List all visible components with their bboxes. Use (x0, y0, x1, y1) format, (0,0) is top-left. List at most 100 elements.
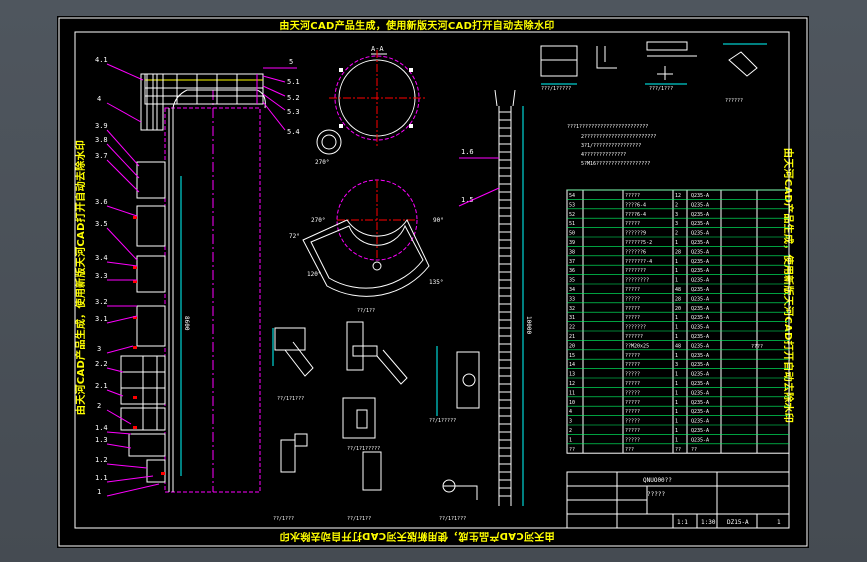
bom-cell: Q235-A (691, 372, 709, 378)
bom-cell: ???????? (625, 278, 649, 284)
watermark-top: 由天河CAD产品生成，使用新版天河CAD打开自动去除水印 (279, 21, 555, 32)
svg-text:270°: 270° (315, 159, 329, 166)
svg-text:??/1?????: ??/1????? (429, 418, 456, 424)
bom-cell: 3 (569, 419, 572, 425)
title-block-text: QNUO00?? ????? DZ15-A 1 1:1 1:30 (643, 477, 781, 526)
bom-cell: ????? (625, 287, 640, 293)
svg-text:??/1?1???: ??/1?1??? (439, 516, 466, 522)
svg-text:1: 1 (97, 488, 101, 496)
detail-labels-middle: ??/1?1??? ??/1?1????? ??/1????? ??/1??? … (273, 308, 466, 522)
svg-text:??/1?1???: ??/1?1??? (277, 396, 304, 402)
bom-cell: Q235-A (691, 212, 709, 218)
bom-cell: 4 (569, 409, 572, 415)
bom-cell: 48 (675, 287, 681, 293)
svg-text:5.3: 5.3 (287, 108, 300, 116)
title-name-1: QNUO00?? (643, 477, 672, 484)
bom-cell: Q235-A (691, 390, 709, 396)
bom-cell: ?? (569, 447, 575, 453)
svg-text:A-A: A-A (371, 45, 384, 53)
drawing-number: DZ15-A (727, 519, 749, 526)
svg-text:???1???????????????????????: ???1??????????????????????? (567, 124, 648, 130)
bom-cell: ????? (625, 221, 640, 227)
bom-cell: 11 (569, 390, 575, 396)
bom-cell: Q235-A (691, 268, 709, 274)
bom-cell: 1 (675, 259, 678, 265)
bom-cell: 3 (675, 362, 678, 368)
bom-cell: 1 (675, 419, 678, 425)
bom-cell: 12 (569, 381, 575, 387)
technical-notes: ???1??????????????????????? 2???????????… (567, 124, 656, 167)
svg-text:3.4: 3.4 (95, 254, 108, 262)
bom-cell: 13 (569, 372, 575, 378)
bom-cell: Q235-A (691, 315, 709, 321)
svg-text:3: 3 (97, 345, 101, 353)
svg-text:5.1: 5.1 (287, 78, 300, 86)
bom-cell: ????? (625, 428, 640, 434)
bom-cell: ????? (625, 315, 640, 321)
svg-text:4??????????????: 4?????????????? (581, 152, 626, 158)
bom-cell: Q235-A (691, 343, 709, 349)
leader-labels-right: 5 5.1 5.2 5.3 5.4 (287, 58, 300, 136)
svg-text:1.2: 1.2 (95, 456, 108, 464)
bom-cell: Q235-A (691, 296, 709, 302)
bom-cell: ????? (625, 390, 640, 396)
detail-views-top (540, 41, 767, 85)
bom-cell: ??????? (625, 325, 646, 331)
bom-cell: 1 (675, 390, 678, 396)
leader-labels-left: 4.1 4 3.9 3.8 3.7 3.6 3.5 3.4 3.3 3.2 3.… (95, 56, 108, 496)
bom-cell: ?? (675, 447, 681, 453)
bom-cell: ??????6 (625, 249, 646, 255)
section-a-a: A-A 270° (315, 45, 425, 166)
bom-cell: ????6-4 (625, 212, 646, 218)
bom-cell: Q235-A (691, 428, 709, 434)
ladder-rungs (499, 111, 511, 497)
svg-text:3.8: 3.8 (95, 136, 108, 144)
bom-cell: ????? (625, 306, 640, 312)
bom-cell: 51 (569, 221, 575, 227)
bom-cell: ????? (625, 381, 640, 387)
svg-text:270°: 270° (311, 217, 325, 224)
bom-cell: 1 (675, 325, 678, 331)
bom-cell: 48 (675, 343, 681, 349)
bom-cell: 32 (569, 306, 575, 312)
bom-cell: Q235-A (691, 221, 709, 227)
bom-cell: Q235-A (691, 325, 709, 331)
bom-cell: 31 (569, 315, 575, 321)
svg-text:3.6: 3.6 (95, 198, 108, 206)
svg-text:10000: 10000 (525, 316, 532, 334)
bom-cell: Q235-A (691, 381, 709, 387)
bom-cell: ????? (625, 419, 640, 425)
svg-text:??/1?1?????: ??/1?1????? (347, 446, 380, 452)
svg-text:??/1???: ??/1??? (273, 516, 294, 522)
bom-cell: 1 (675, 428, 678, 434)
bom-cell: 1 (675, 353, 678, 359)
bom-cell: ???????-4 (625, 259, 652, 265)
bom-cell: 22 (569, 325, 575, 331)
svg-text:2.1: 2.1 (95, 382, 108, 390)
bom-cell: ????? (625, 296, 640, 302)
svg-text:5: 5 (289, 58, 293, 66)
bom-cell: 1 (675, 240, 678, 246)
bom-cell: 28 (675, 296, 681, 302)
drawing-sheet[interactable]: 由天河CAD产品生成，使用新版天河CAD打开自动去除水印 由天河CAD产品生成，… (57, 16, 809, 548)
bom-cell: 39 (569, 240, 575, 246)
bom-cell: ?????? (625, 334, 643, 340)
svg-text:??/1?1??: ??/1?1?? (347, 516, 371, 522)
bom-cell: Q235-A (691, 419, 709, 425)
tower-height-dim: 8600 (183, 316, 190, 331)
svg-text:5.2: 5.2 (287, 94, 300, 102)
bom-cell: 12 (675, 193, 681, 199)
bom-cell: ??????? (625, 268, 646, 274)
bom-cell: 28 (675, 249, 681, 255)
bom-cell: Q235-A (691, 437, 709, 443)
svg-text:4: 4 (97, 95, 101, 103)
svg-text:1.3: 1.3 (95, 436, 108, 444)
bom-cell: Q235-A (691, 287, 709, 293)
bom-cell: ????? (625, 437, 640, 443)
bom-cell: 52 (569, 212, 575, 218)
svg-text:???/1?????: ???/1????? (541, 86, 571, 92)
bom-cell: Q235-A (691, 400, 709, 406)
bom-cell: ????? (625, 400, 640, 406)
bom-cell: 1 (675, 315, 678, 321)
